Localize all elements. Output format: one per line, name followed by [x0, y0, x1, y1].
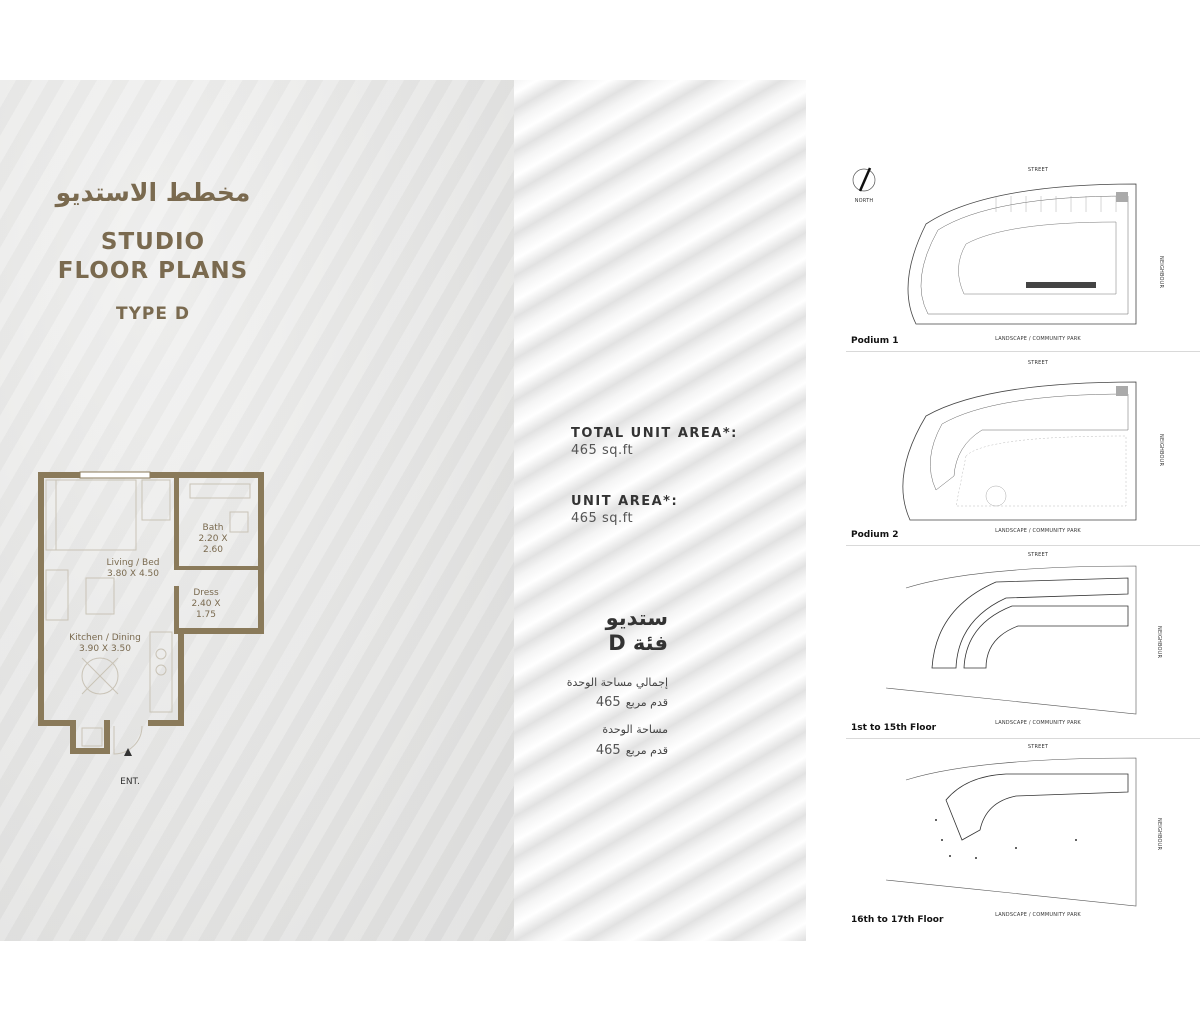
room-dress-name: Dress [193, 588, 219, 598]
studio-floor-plan: Living / Bed 3.80 X 4.50 Bath 2.20 X 2.6… [38, 471, 264, 787]
total-area-block: TOTAL UNIT AREA*: 465 sq.ft [571, 426, 738, 458]
street-label: STREET [1028, 552, 1049, 558]
floor-title-podium-2: Podium 2 [851, 530, 899, 540]
floor-title-podium-1: Podium 1 [851, 336, 899, 346]
floor-title-16-17: 16th to 17th Floor [851, 915, 944, 925]
marble-background [0, 80, 514, 941]
neighbour-label: NEIGHBOUR [1158, 256, 1164, 289]
arabic-total-value: 465 [595, 695, 621, 710]
arabic-total-row: قدم مربع 465 [560, 691, 668, 710]
arabic-studio: ستديو [605, 606, 668, 630]
floor-title-1-15: 1st to 15th Floor [851, 723, 937, 733]
neighbour-label: NEIGHBOUR [1158, 434, 1164, 467]
landscape-label: LANDSCAPE / COMMUNITY PARK [995, 912, 1081, 918]
arabic-category: فئة D [608, 631, 668, 655]
unit-area-value: 465 sq.ft [571, 511, 634, 526]
landscape-label: LANDSCAPE / COMMUNITY PARK [995, 336, 1081, 342]
entrance-label: ENT. [120, 777, 140, 787]
room-living-name: Living / Bed [107, 558, 160, 568]
divider [846, 738, 1200, 739]
podium-2-plan: STREET LANDSCAPE / COMMUNITY PARK NEIGHB… [902, 360, 1164, 534]
arabic-unit-unit: قدم مربع [625, 744, 668, 757]
room-bath-dims-1: 2.20 X [198, 534, 227, 544]
floors-16-17-plan: STREET LANDSCAPE / COMMUNITY PARK NEIGHB… [885, 744, 1162, 918]
arabic-total-unit: قدم مربع [625, 696, 668, 709]
room-bath-dims-2: 2.60 [203, 545, 223, 555]
landscape-label: LANDSCAPE / COMMUNITY PARK [995, 528, 1081, 534]
striped-panel [514, 80, 806, 941]
neighbour-label: NEIGHBOUR [1156, 818, 1162, 851]
divider [846, 545, 1200, 546]
neighbour-label: NEIGHBOUR [1156, 626, 1162, 659]
total-area-label: TOTAL UNIT AREA*: [571, 426, 738, 441]
room-kitchen-name: Kitchen / Dining [69, 633, 141, 643]
unit-area-label: UNIT AREA*: [571, 494, 679, 509]
landscape-label: LANDSCAPE / COMMUNITY PARK [995, 720, 1081, 726]
total-area-value: 465 sq.ft [571, 443, 634, 458]
room-dress-dims-1: 2.40 X [191, 599, 220, 609]
arabic-unit-row: قدم مربع 465 [560, 739, 668, 758]
unit-area-block: UNIT AREA*: 465 sq.ft [571, 494, 678, 526]
street-label: STREET [1028, 744, 1049, 750]
unit-type: TYPE D [115, 304, 190, 324]
arabic-title: مخطط الاستديو [55, 178, 251, 207]
room-kitchen-dims: 3.90 X 3.50 [79, 644, 131, 654]
divider [846, 351, 1200, 352]
north-label: NORTH [855, 198, 874, 204]
arabic-unit-value: 465 [595, 743, 621, 758]
arabic-total-label: إجمالي مساحة الوحدة [566, 676, 668, 689]
street-label: STREET [1028, 360, 1049, 366]
north-compass: NORTH [852, 167, 876, 204]
arabic-unit-label: مساحة الوحدة [602, 723, 668, 736]
title-line-1: STUDIO [100, 229, 206, 255]
page-cutout [0, 941, 360, 1021]
podium-1-plan: STREET LANDSCAPE / COMMUNITY PARK NEIGHB… [907, 167, 1164, 342]
page-title: STUDIO FLOOR PLANS [0, 228, 306, 286]
floors-1-15-plan: STREET LANDSCAPE / COMMUNITY PARK NEIGHB… [885, 552, 1162, 726]
street-label: STREET [1028, 167, 1049, 173]
room-bath-name: Bath [203, 523, 224, 533]
room-dress-dims-2: 1.75 [196, 610, 216, 620]
room-living-dims: 3.80 X 4.50 [107, 569, 159, 579]
title-line-2: FLOOR PLANS [57, 258, 249, 284]
